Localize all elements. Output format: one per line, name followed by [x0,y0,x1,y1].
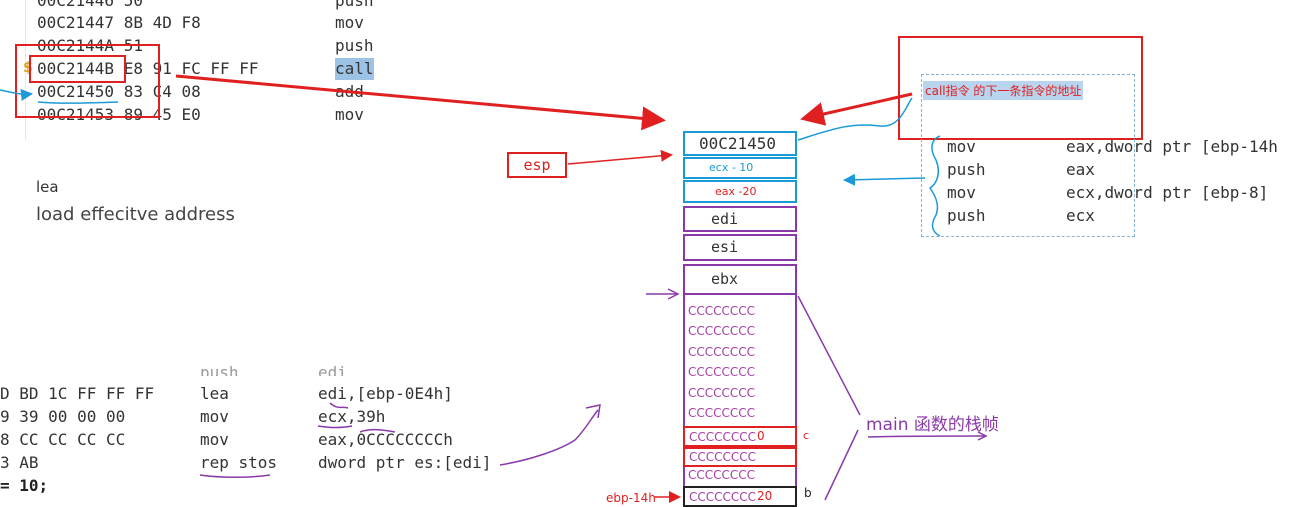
right-asm-op: mov [947,137,976,156]
right-asm-args: eax [1066,160,1095,179]
asm-row[interactable]: 00C21447 8B 4D F8 [37,12,201,34]
stack-cc-cell-boxed[interactable]: CCCCCCCC [683,447,797,467]
asm-bytes: 83 C4 08 [123,82,201,101]
bottom-asm-bytes: D BD 1C FF FF FF [0,384,155,403]
stack-var-b-cell[interactable]: CCCCCCCC 20 [683,486,797,507]
asm-row[interactable]: 00C21453 89 45 E0 [37,104,201,126]
label-var-b: b [804,486,812,500]
note-lea: lea [36,178,59,196]
stack-edi-cell[interactable]: edi [683,206,797,232]
bottom-asm-args: eax,0CCCCCCCCh [318,430,453,449]
asm-mnemonic-call-highlighted: call [335,58,374,80]
bottom-asm-bytes: 9 39 00 00 00 [0,407,126,426]
asm-bytes: 50 [123,0,143,10]
stack-eax-cell[interactable]: eax -20 [683,180,797,203]
asm-addr: 00C21447 [37,13,115,32]
right-asm-op: push [947,206,986,225]
annotation-box-call-region [15,44,160,118]
asm-mnemonic: mov [335,105,364,124]
asm-addr: 00C21446 [37,0,115,10]
call-note-text: call指令 的下一条指令的地址 [923,81,1084,100]
curve-blue-return [797,97,913,141]
var-b-value: 20 [757,489,773,503]
line-frame-top [797,295,861,416]
stack-var-c-cell[interactable]: CCCCCCCC 0 [683,426,797,447]
bottom-asm-op: mov [200,430,229,449]
var-c-value: 0 [757,429,765,443]
stack-esi-cell[interactable]: esi [683,234,797,261]
note-lea-full: load effecitve address [36,204,235,225]
line-frame-bottom [824,429,859,501]
asm-addr: 00C21450 [37,82,115,101]
asm-row-call[interactable]: 00C2144B E8 91 FC FF FF [37,58,259,80]
annotation-box-call-addr [29,55,126,83]
selection-frame[interactable] [921,74,1135,237]
bottom-asm-op: rep stos [200,453,278,472]
bottom-asm-args: dword ptr es:[edi] [318,453,492,472]
esp-label: esp [507,152,567,178]
bottom-asm-partial: edi [318,363,347,376]
label-var-c: c [803,429,810,442]
asm-bytes: 89 45 E0 [123,105,201,124]
asm-mnemonic: mov [335,13,364,32]
stack-ebx-cell[interactable]: ebx [683,264,797,295]
bottom-asm-bytes: 8 CC CC CC CC [0,430,126,449]
asm-mnemonic: push [335,0,374,10]
asm-addr: 00C2144B [37,59,115,78]
right-asm-op: mov [947,183,976,202]
stack-cc-text: CCCCCCCC [689,430,757,444]
stack-cc-text: CCCCCCCC [689,450,757,464]
bottom-asm-args: ecx,39h [318,407,386,426]
underline-ecx [317,425,353,429]
brace-blue [928,135,941,237]
bottom-asm-partial: push [200,363,239,376]
arrow-note-to-stack [800,92,913,126]
stack-ecx-cell[interactable]: ecx - 10 [683,157,797,179]
bottom-source-line: = 10; [0,476,49,495]
bottom-asm-op: mov [200,407,229,426]
asm-bytes: E8 91 FC FF FF [123,59,259,78]
arrow-left-blue [0,88,33,101]
stack-cc-cell[interactable]: CCCCCCCC [688,386,756,400]
right-asm-op: push [947,160,986,179]
bottom-asm-op: lea [200,384,229,403]
underline-frame-label [867,435,986,438]
stack-cc-text: CCCCCCCC [689,490,757,504]
asm-bytes: 8B 4D F8 [123,13,201,32]
right-asm-args: ecx [1066,206,1095,225]
stack-cc-cell[interactable]: CCCCCCCC [688,345,756,359]
arrow-call-to-stack [175,74,666,131]
asm-row[interactable]: 00C21446 50 [37,0,143,12]
label-main-frame: main 函数的栈帧 [866,415,999,435]
stack-cc-cell[interactable]: CCCCCCCC [688,324,756,338]
stack-cc-cell[interactable]: CCCCCCCC [688,304,756,318]
bottom-asm-args: edi,[ebp-0E4h] [318,384,453,403]
arrow-esp [567,149,673,165]
asm-addr: 00C21453 [37,105,115,124]
asm-mnemonic: push [335,36,374,55]
annotation-box-call-note [898,36,1143,140]
bottom-asm-bytes: 3 AB [0,453,39,472]
right-asm-args: eax,dword ptr [ebp-14h [1066,137,1278,156]
right-asm-args: ecx,dword ptr [ebp-8] [1066,183,1269,202]
stack-cc-cell[interactable]: CCCCCCCC [688,468,756,482]
stack-cc-cell[interactable]: CCCCCCCC [688,406,756,420]
main-frame-outline [683,295,797,507]
editor-gutter [25,0,26,140]
label-ebp-14h: ebp-14h [606,491,656,505]
underline-rep-stos [199,474,271,478]
arrow-right-asm-to-stack [843,173,926,186]
underline-blue [37,101,119,104]
breakpoint-arrow-icon[interactable]: $ [23,60,33,76]
stack-return-address[interactable]: 00C21450 [683,131,797,156]
asm-row-return-target[interactable]: 00C21450 83 C4 08 [37,81,201,103]
stack-cc-cell[interactable]: CCCCCCCC [688,365,756,379]
curve-to-stack-fill [499,409,599,466]
